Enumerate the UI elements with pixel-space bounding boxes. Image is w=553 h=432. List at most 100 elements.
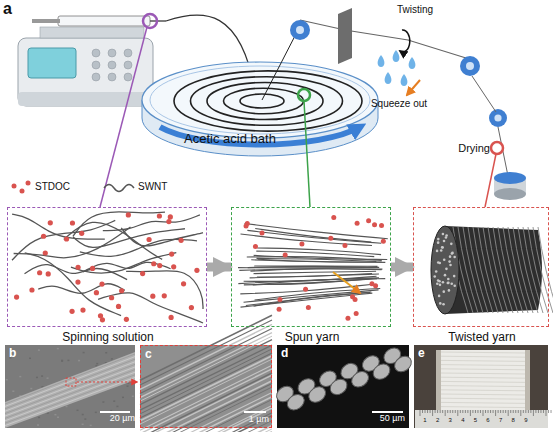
swnt-fiber [73, 229, 185, 248]
red-callout [491, 142, 503, 154]
water-droplet [378, 55, 385, 67]
ruler-tick [525, 410, 526, 413]
ruler-tick [508, 410, 509, 416]
stdoc-molecule [157, 263, 162, 268]
ruler-tick [505, 410, 506, 413]
pump-button [108, 73, 116, 81]
scale-label: 1 µm [227, 415, 269, 425]
ruler-tick [543, 410, 544, 413]
stdoc-molecule [126, 212, 131, 217]
stdoc-molecule [98, 313, 103, 318]
ruler-tick [488, 410, 489, 413]
fiber-section [443, 240, 446, 243]
process-label: Drying [452, 142, 490, 154]
fiber-section [453, 284, 456, 287]
squeeze-plate [338, 8, 352, 64]
ruler-number: 8 [509, 417, 517, 424]
bundle-fiber [140, 416, 272, 432]
bath-rim [150, 66, 370, 134]
process-box: Spinning solution [7, 207, 207, 327]
ruler-tick [551, 410, 552, 413]
sem-noise [36, 377, 38, 379]
stdoc-molecule [171, 264, 176, 269]
sem-noise [67, 360, 69, 362]
ruler-tick [490, 410, 491, 413]
stdoc-molecule [353, 297, 358, 302]
ruler-tick [493, 410, 494, 413]
helix-fiber [533, 227, 553, 313]
stdoc-molecule [328, 236, 333, 241]
sem-noise [54, 414, 56, 416]
fiber-section [438, 262, 441, 265]
sem-noise [61, 360, 63, 362]
yarn-wrap [440, 398, 526, 399]
fiber-section [433, 275, 436, 278]
ruler-tick [435, 410, 436, 413]
flow-arrow [391, 263, 413, 272]
ruler-tick [495, 410, 496, 416]
ruler-tick [477, 410, 478, 413]
stdoc-molecule [253, 244, 258, 249]
fiber-section [453, 256, 456, 259]
swnt-sample [104, 185, 134, 192]
ply-strand [392, 353, 415, 375]
pump-button [124, 61, 132, 69]
stdoc-molecule [369, 281, 374, 286]
sem-noise [38, 417, 40, 419]
swnt-fiber [25, 265, 128, 280]
sem-noise [82, 424, 84, 426]
yarn-wrap [440, 369, 526, 370]
spiral-fiber [191, 77, 343, 126]
stdoc-molecule [162, 293, 167, 298]
stdoc-molecule [166, 219, 171, 224]
stdoc-molecule [48, 220, 53, 225]
sem-noise [90, 425, 92, 427]
ruler-tick [442, 410, 443, 413]
ruler-tick [528, 410, 529, 413]
stdoc-molecule [14, 295, 19, 300]
pump-button [92, 61, 100, 69]
bundle-fiber [140, 406, 272, 432]
sem-noise [77, 410, 79, 412]
spiral-fiber [207, 82, 323, 119]
sem-noise [19, 376, 21, 378]
ruler-tick [500, 410, 501, 413]
stdoc-molecule [75, 265, 80, 270]
pump-button [108, 61, 116, 69]
spool-flange [525, 350, 530, 410]
process-box: Spun yarn [231, 207, 391, 327]
syringe-holder [40, 27, 144, 38]
stdoc-molecule [345, 316, 350, 321]
ruler-tick [546, 410, 547, 416]
yarn-fiber [5, 364, 135, 413]
yarn-fiber [5, 362, 135, 411]
swnt-fiber [126, 271, 203, 309]
ruler-tick [465, 410, 466, 413]
stdoc-molecule [94, 290, 99, 295]
sem-noise [105, 352, 107, 354]
stdoc-molecule [157, 213, 162, 218]
water-droplet [385, 72, 392, 84]
ruler-tick [530, 410, 531, 413]
bundle-fiber [140, 324, 272, 389]
ply-strand [370, 361, 393, 383]
yarn-wrap [440, 360, 526, 361]
roller-hub [494, 114, 501, 121]
fiber-section [450, 243, 453, 246]
bundle-fiber [140, 340, 272, 405]
stdoc-molecule [75, 279, 80, 284]
ruler-tick [515, 410, 516, 413]
pump-button [108, 49, 116, 57]
yarn-up [262, 30, 298, 100]
yarn-fiber [5, 375, 135, 423]
ruler-tick [445, 410, 446, 416]
stdoc-molecule [41, 234, 46, 239]
fiber-section [451, 252, 454, 255]
photo-background [414, 345, 548, 428]
aligned-fiber [246, 292, 371, 305]
stdoc-molecule [354, 311, 359, 316]
stdoc-molecule [70, 220, 75, 225]
ruler-tick [460, 410, 461, 413]
